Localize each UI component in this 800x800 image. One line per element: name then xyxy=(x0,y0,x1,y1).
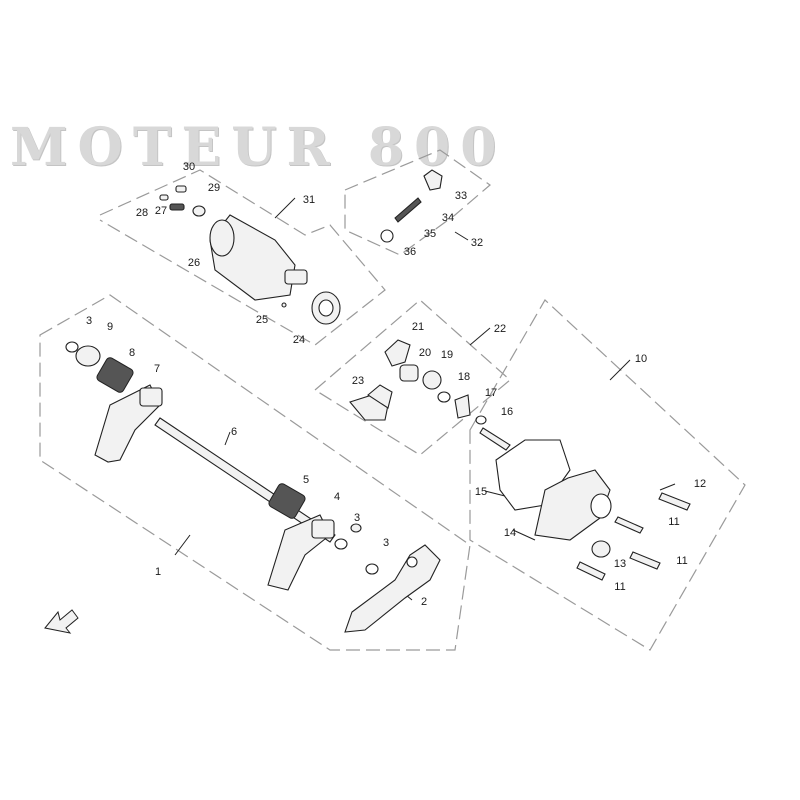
diagram-title: MOTEUR 800 xyxy=(10,117,507,178)
callout-19: 19 xyxy=(441,349,453,361)
callout-6: 6 xyxy=(231,426,237,438)
circlip-3 xyxy=(365,563,379,575)
callout-29: 29 xyxy=(208,182,220,194)
circlip-3 xyxy=(65,341,79,353)
leader-line xyxy=(609,359,631,381)
bearing-25-inner xyxy=(318,299,334,317)
pedal-pivot xyxy=(406,556,418,568)
bushing-9 xyxy=(75,345,101,367)
callout-10: 10 xyxy=(635,353,647,365)
group-boundary-cover xyxy=(469,299,746,651)
arm-22 xyxy=(384,339,411,367)
callout-20: 20 xyxy=(419,347,431,359)
ball-37 xyxy=(380,229,394,243)
callout-31: 31 xyxy=(303,194,315,206)
spring-28 xyxy=(169,203,185,211)
callout-32: 32 xyxy=(471,237,483,249)
callout-9: 9 xyxy=(107,321,113,333)
group-boundary-drum xyxy=(99,169,386,346)
callout-27: 27 xyxy=(155,205,167,217)
cover-boss xyxy=(590,493,612,519)
callout-3: 3 xyxy=(354,512,360,524)
group-boundary-detent xyxy=(344,149,491,256)
callout-23: 23 xyxy=(352,375,364,387)
bolt-11 xyxy=(576,561,606,581)
callout-22: 22 xyxy=(494,323,506,335)
spring-35 xyxy=(394,197,422,223)
leader-line xyxy=(224,431,231,446)
bolt-31 xyxy=(175,185,187,193)
callout-3: 3 xyxy=(86,315,92,327)
leader-line xyxy=(469,327,491,346)
circlip-3 xyxy=(334,538,348,550)
bolt-12 xyxy=(658,492,691,511)
callout-15: 15 xyxy=(475,486,487,498)
spring-washer-3 xyxy=(350,523,362,533)
leader-line xyxy=(174,534,191,556)
callout-8: 8 xyxy=(129,347,135,359)
pin-29 xyxy=(159,194,169,201)
spring-18 xyxy=(454,394,471,419)
callout-28: 28 xyxy=(136,207,148,219)
collar-21 xyxy=(399,364,419,382)
callout-17: 17 xyxy=(485,387,497,399)
fork-bushing xyxy=(139,387,163,407)
callout-24: 24 xyxy=(293,334,305,346)
callout-11: 11 xyxy=(676,555,687,567)
callout-4: 4 xyxy=(334,491,340,503)
callout-34: 34 xyxy=(442,212,454,224)
bolt-34 xyxy=(423,169,443,191)
callout-30: 30 xyxy=(183,161,195,173)
leader-line xyxy=(454,231,469,241)
drum-shaft-end xyxy=(284,269,308,285)
callout-26: 26 xyxy=(188,257,200,269)
callout-1: 1 xyxy=(155,566,161,578)
fork-bushing xyxy=(311,519,335,539)
drum-end xyxy=(209,219,235,257)
spring-5 xyxy=(268,483,306,519)
leader-line xyxy=(659,483,676,491)
callout-7: 7 xyxy=(154,363,160,375)
washer-30 xyxy=(192,205,206,217)
oil-seal-13 xyxy=(591,540,611,558)
callout-35: 35 xyxy=(424,228,436,240)
gear-20 xyxy=(422,370,442,390)
sector-gear-24 xyxy=(367,384,393,409)
cover-14 xyxy=(534,469,611,541)
group-boundary-gearchange xyxy=(313,299,511,456)
callout-2: 2 xyxy=(421,596,427,608)
callout-33: 33 xyxy=(455,190,467,202)
washer-19 xyxy=(437,391,451,403)
callout-11: 11 xyxy=(668,516,679,528)
front-arrow-icon xyxy=(44,609,79,634)
washer-17 xyxy=(475,415,487,425)
bolt-11 xyxy=(614,516,644,534)
callout-12: 12 xyxy=(694,478,706,490)
leader-line xyxy=(512,529,536,541)
leader-line xyxy=(484,490,506,497)
pin-26 xyxy=(281,302,287,308)
callout-16: 16 xyxy=(501,406,513,418)
leader-line xyxy=(274,197,296,219)
callout-14: 14 xyxy=(504,527,516,539)
group-boundary-shifter xyxy=(39,294,471,651)
callout-3: 3 xyxy=(383,537,389,549)
callout-25: 25 xyxy=(256,314,268,326)
callout-5: 5 xyxy=(303,474,309,486)
bolt-11 xyxy=(629,551,661,570)
spring-8 xyxy=(96,357,134,393)
callout-13: 13 xyxy=(614,558,626,570)
callout-11: 11 xyxy=(614,581,625,593)
shift-pedal xyxy=(344,544,441,633)
callout-18: 18 xyxy=(458,371,470,383)
callout-36: 36 xyxy=(404,246,416,258)
callout-21: 21 xyxy=(412,321,424,333)
bolt-16 xyxy=(479,427,511,451)
